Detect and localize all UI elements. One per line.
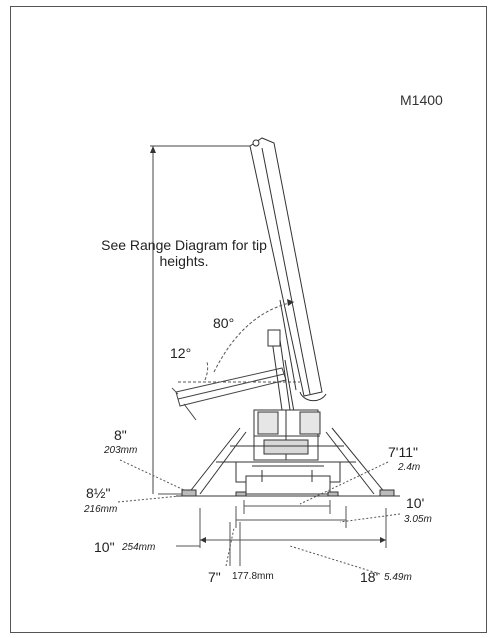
dim-d7-imperial: 18' xyxy=(360,569,379,585)
dim-d1-imperial: 8" xyxy=(114,427,127,443)
outrigger-frame xyxy=(188,428,386,494)
dim-d3-metric: 254mm xyxy=(122,542,156,553)
dim-d6-metric: 3.05m xyxy=(404,514,432,525)
outrigger-feet xyxy=(176,490,400,496)
range-note: See Range Diagram for tip heights. xyxy=(101,237,267,269)
page-border xyxy=(10,6,487,633)
dim-d5-metric: 2.4m xyxy=(398,462,421,473)
dim-d6-imperial: 10' xyxy=(406,495,425,511)
dim-d4-metric: 177.8mm xyxy=(232,571,274,582)
model-label: M1400 xyxy=(400,92,443,108)
height-reference-line xyxy=(150,146,252,494)
boom-angle-label: 80° xyxy=(213,315,235,331)
boom-raised xyxy=(250,138,326,401)
low-angle-label: 12° xyxy=(170,345,192,361)
turret-body xyxy=(254,410,320,460)
dim-d5-imperial: 7'11" xyxy=(388,444,418,460)
dim-d7-metric: 5.49m xyxy=(384,572,412,583)
angle-arcs xyxy=(172,299,300,394)
dim-d4-imperial: 7" xyxy=(208,569,221,585)
dim-d2-metric: 216mm xyxy=(84,504,118,515)
dim-d2-imperial: 8½" xyxy=(86,485,111,501)
dimension-lines xyxy=(118,460,400,574)
dim-d3-imperial: 10" xyxy=(94,539,115,555)
mast xyxy=(268,330,294,412)
dim-d1-metric: 203mm xyxy=(104,445,138,456)
